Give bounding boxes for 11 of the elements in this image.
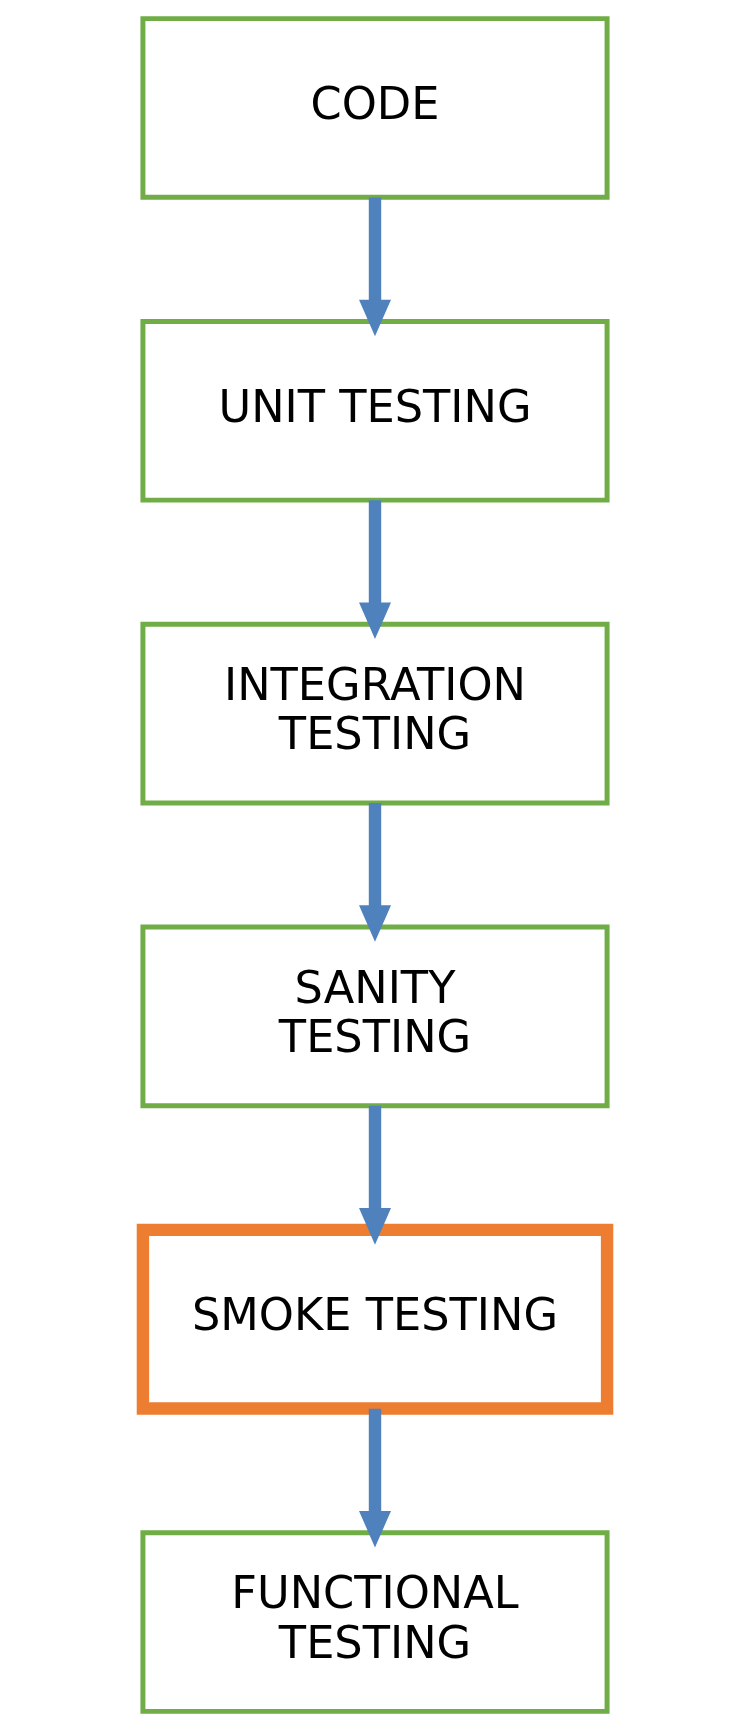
node-box: UNIT TESTING <box>139 318 610 503</box>
node-box: INTEGRATION TESTING <box>139 621 610 806</box>
arrow <box>358 1105 391 1245</box>
node-box: FUNCTIONAL TESTING <box>139 1530 610 1714</box>
arrow <box>358 197 391 337</box>
arrow <box>358 500 391 640</box>
node-box: CODE <box>139 16 610 200</box>
arrow <box>358 803 391 942</box>
node-box: SANITY TESTING <box>139 924 610 1109</box>
node-box: SMOKE TESTING <box>136 1223 613 1415</box>
arrow <box>358 1408 391 1548</box>
